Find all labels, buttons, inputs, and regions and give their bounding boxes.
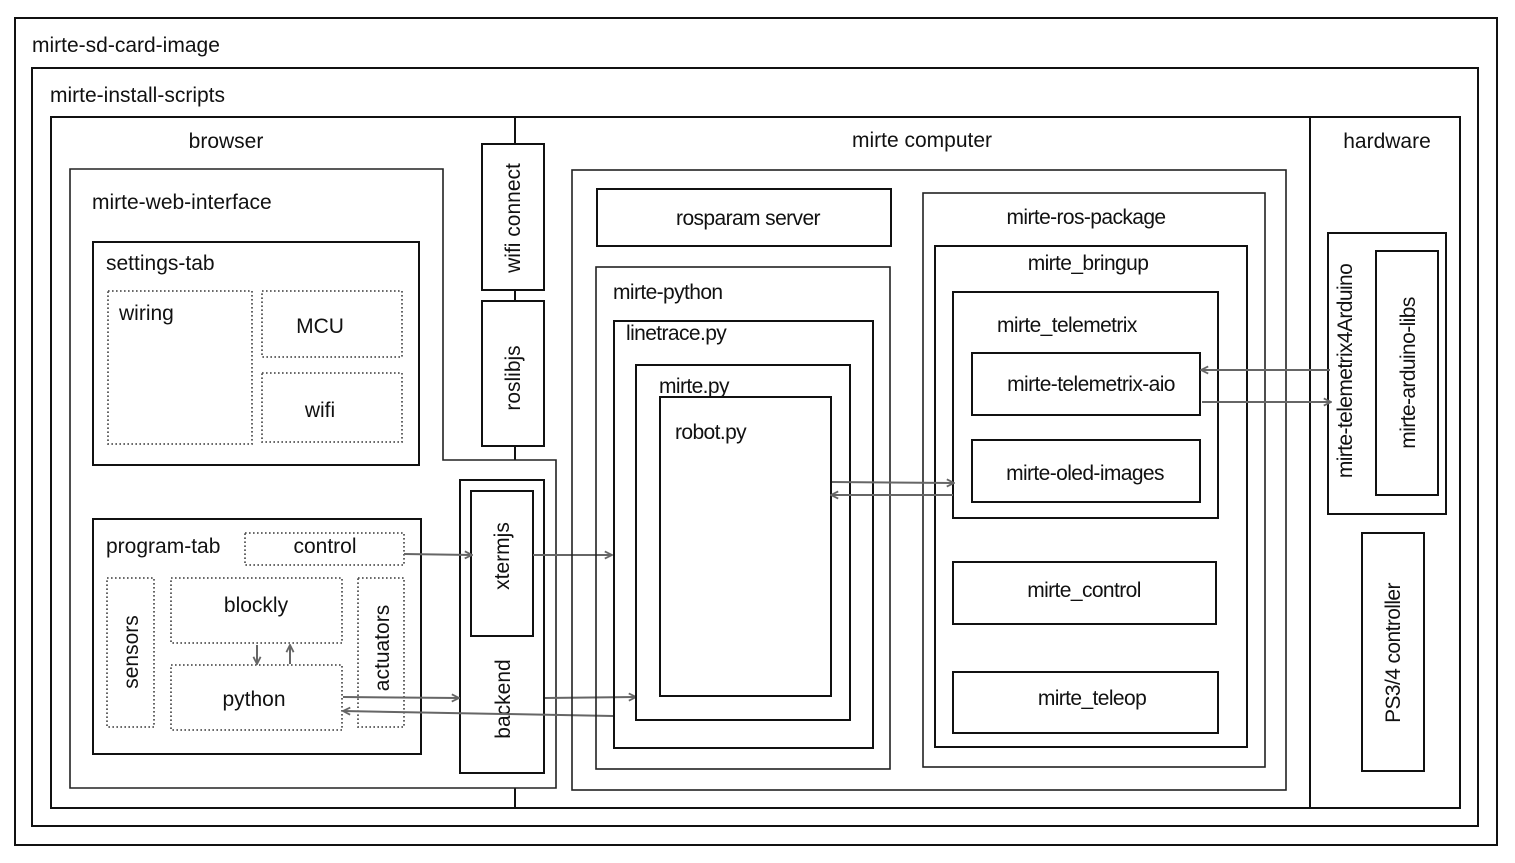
mirte-computer-label: mirte computer <box>852 129 992 152</box>
telemetrix4arduino-label: mirte-telemetrix4Arduino <box>1334 264 1357 478</box>
actuators-label: actuators <box>371 605 394 691</box>
install-scripts-container <box>31 67 1479 827</box>
sensors-box <box>106 577 155 728</box>
robot-to-telemetrix-arrow <box>831 482 954 483</box>
settings-tab <box>92 241 420 466</box>
linetrace-label: linetrace.py <box>626 322 727 345</box>
wiring-box <box>107 290 253 445</box>
bringup-label: mirte_bringup <box>1028 252 1149 275</box>
ps-controller-box <box>1361 532 1425 772</box>
backend-label: backend <box>492 659 515 738</box>
mirte-teleop-label: mirte_teleop <box>1038 687 1146 710</box>
mirte-python-container <box>595 266 891 770</box>
mirte-py-label: mirte.py <box>659 375 730 398</box>
oled-images-label: mirte-oled-images <box>1006 462 1164 485</box>
rosparam-server-label: rosparam server <box>676 207 820 230</box>
mirte-control-label: mirte_control <box>1027 579 1141 602</box>
python-label: python <box>222 688 285 711</box>
roslibjs-box <box>481 300 545 447</box>
wifi-connect-label: wifi connect <box>502 163 525 274</box>
bringup-container <box>934 245 1248 748</box>
python-box <box>170 664 343 731</box>
mirte-control-box <box>952 561 1217 625</box>
oled-images-box <box>971 439 1201 503</box>
robot-py-box <box>659 396 832 697</box>
settings-tab-label: settings-tab <box>106 252 215 275</box>
control-label: control <box>293 535 356 558</box>
wifi-label: wifi <box>304 399 335 422</box>
xtermjs-label: xtermjs <box>491 522 514 590</box>
install-scripts-label: mirte-install-scripts <box>50 84 225 107</box>
ros-package-container <box>922 192 1266 768</box>
mirte-py-box <box>635 364 851 721</box>
mirte-python-label: mirte-python <box>613 281 723 304</box>
sd-card-image-container <box>14 17 1498 846</box>
program-tab-label: program-tab <box>106 535 220 558</box>
web-interface-container <box>69 168 557 789</box>
control-to-xtermjs-arrow <box>403 554 472 555</box>
ps-controller-label: PS3/4 controller <box>1382 582 1405 722</box>
robot-py-label: robot.py <box>675 421 747 444</box>
xtermjs-box <box>470 490 534 637</box>
roslibjs-label: roslibjs <box>502 345 525 410</box>
python-to-backend-arrow <box>342 697 459 698</box>
arduino-libs-box <box>1375 250 1439 496</box>
telemetrix4arduino-box <box>1327 232 1447 515</box>
telemetrix-container <box>952 291 1219 519</box>
hardware-label: hardware <box>1343 130 1431 153</box>
blockly-label: blockly <box>224 594 289 617</box>
arduino-libs-label: mirte-arduino-libs <box>1397 297 1420 449</box>
mirte-teleop-box <box>952 671 1219 734</box>
rosparam-server-box <box>596 188 892 247</box>
telemetrix-aio-label: mirte-telemetrix-aio <box>1007 373 1175 396</box>
linetrace-to-python-arrow <box>343 711 614 717</box>
backend-to-mirte-py-arrow <box>544 697 636 698</box>
sensors-label: sensors <box>120 615 143 689</box>
web-interface-label: mirte-web-interface <box>92 191 272 214</box>
browser-label: browser <box>189 130 264 153</box>
wifi-connect-box <box>481 143 545 291</box>
mcu-box <box>261 290 403 358</box>
ros-package-label: mirte-ros-package <box>1006 206 1165 229</box>
actuators-box <box>357 577 405 728</box>
mirte-computer-container <box>571 169 1287 791</box>
program-tab <box>92 518 422 755</box>
system-container <box>50 116 1461 809</box>
backend-box <box>459 479 545 774</box>
telemetrix-aio-box <box>971 352 1201 416</box>
telemetrix-label: mirte_telemetrix <box>997 314 1138 337</box>
mcu-label: MCU <box>296 315 344 338</box>
linetrace-box <box>613 320 874 749</box>
wiring-label: wiring <box>118 302 174 325</box>
sd-card-image-label: mirte-sd-card-image <box>32 34 220 57</box>
blockly-box <box>170 577 343 644</box>
